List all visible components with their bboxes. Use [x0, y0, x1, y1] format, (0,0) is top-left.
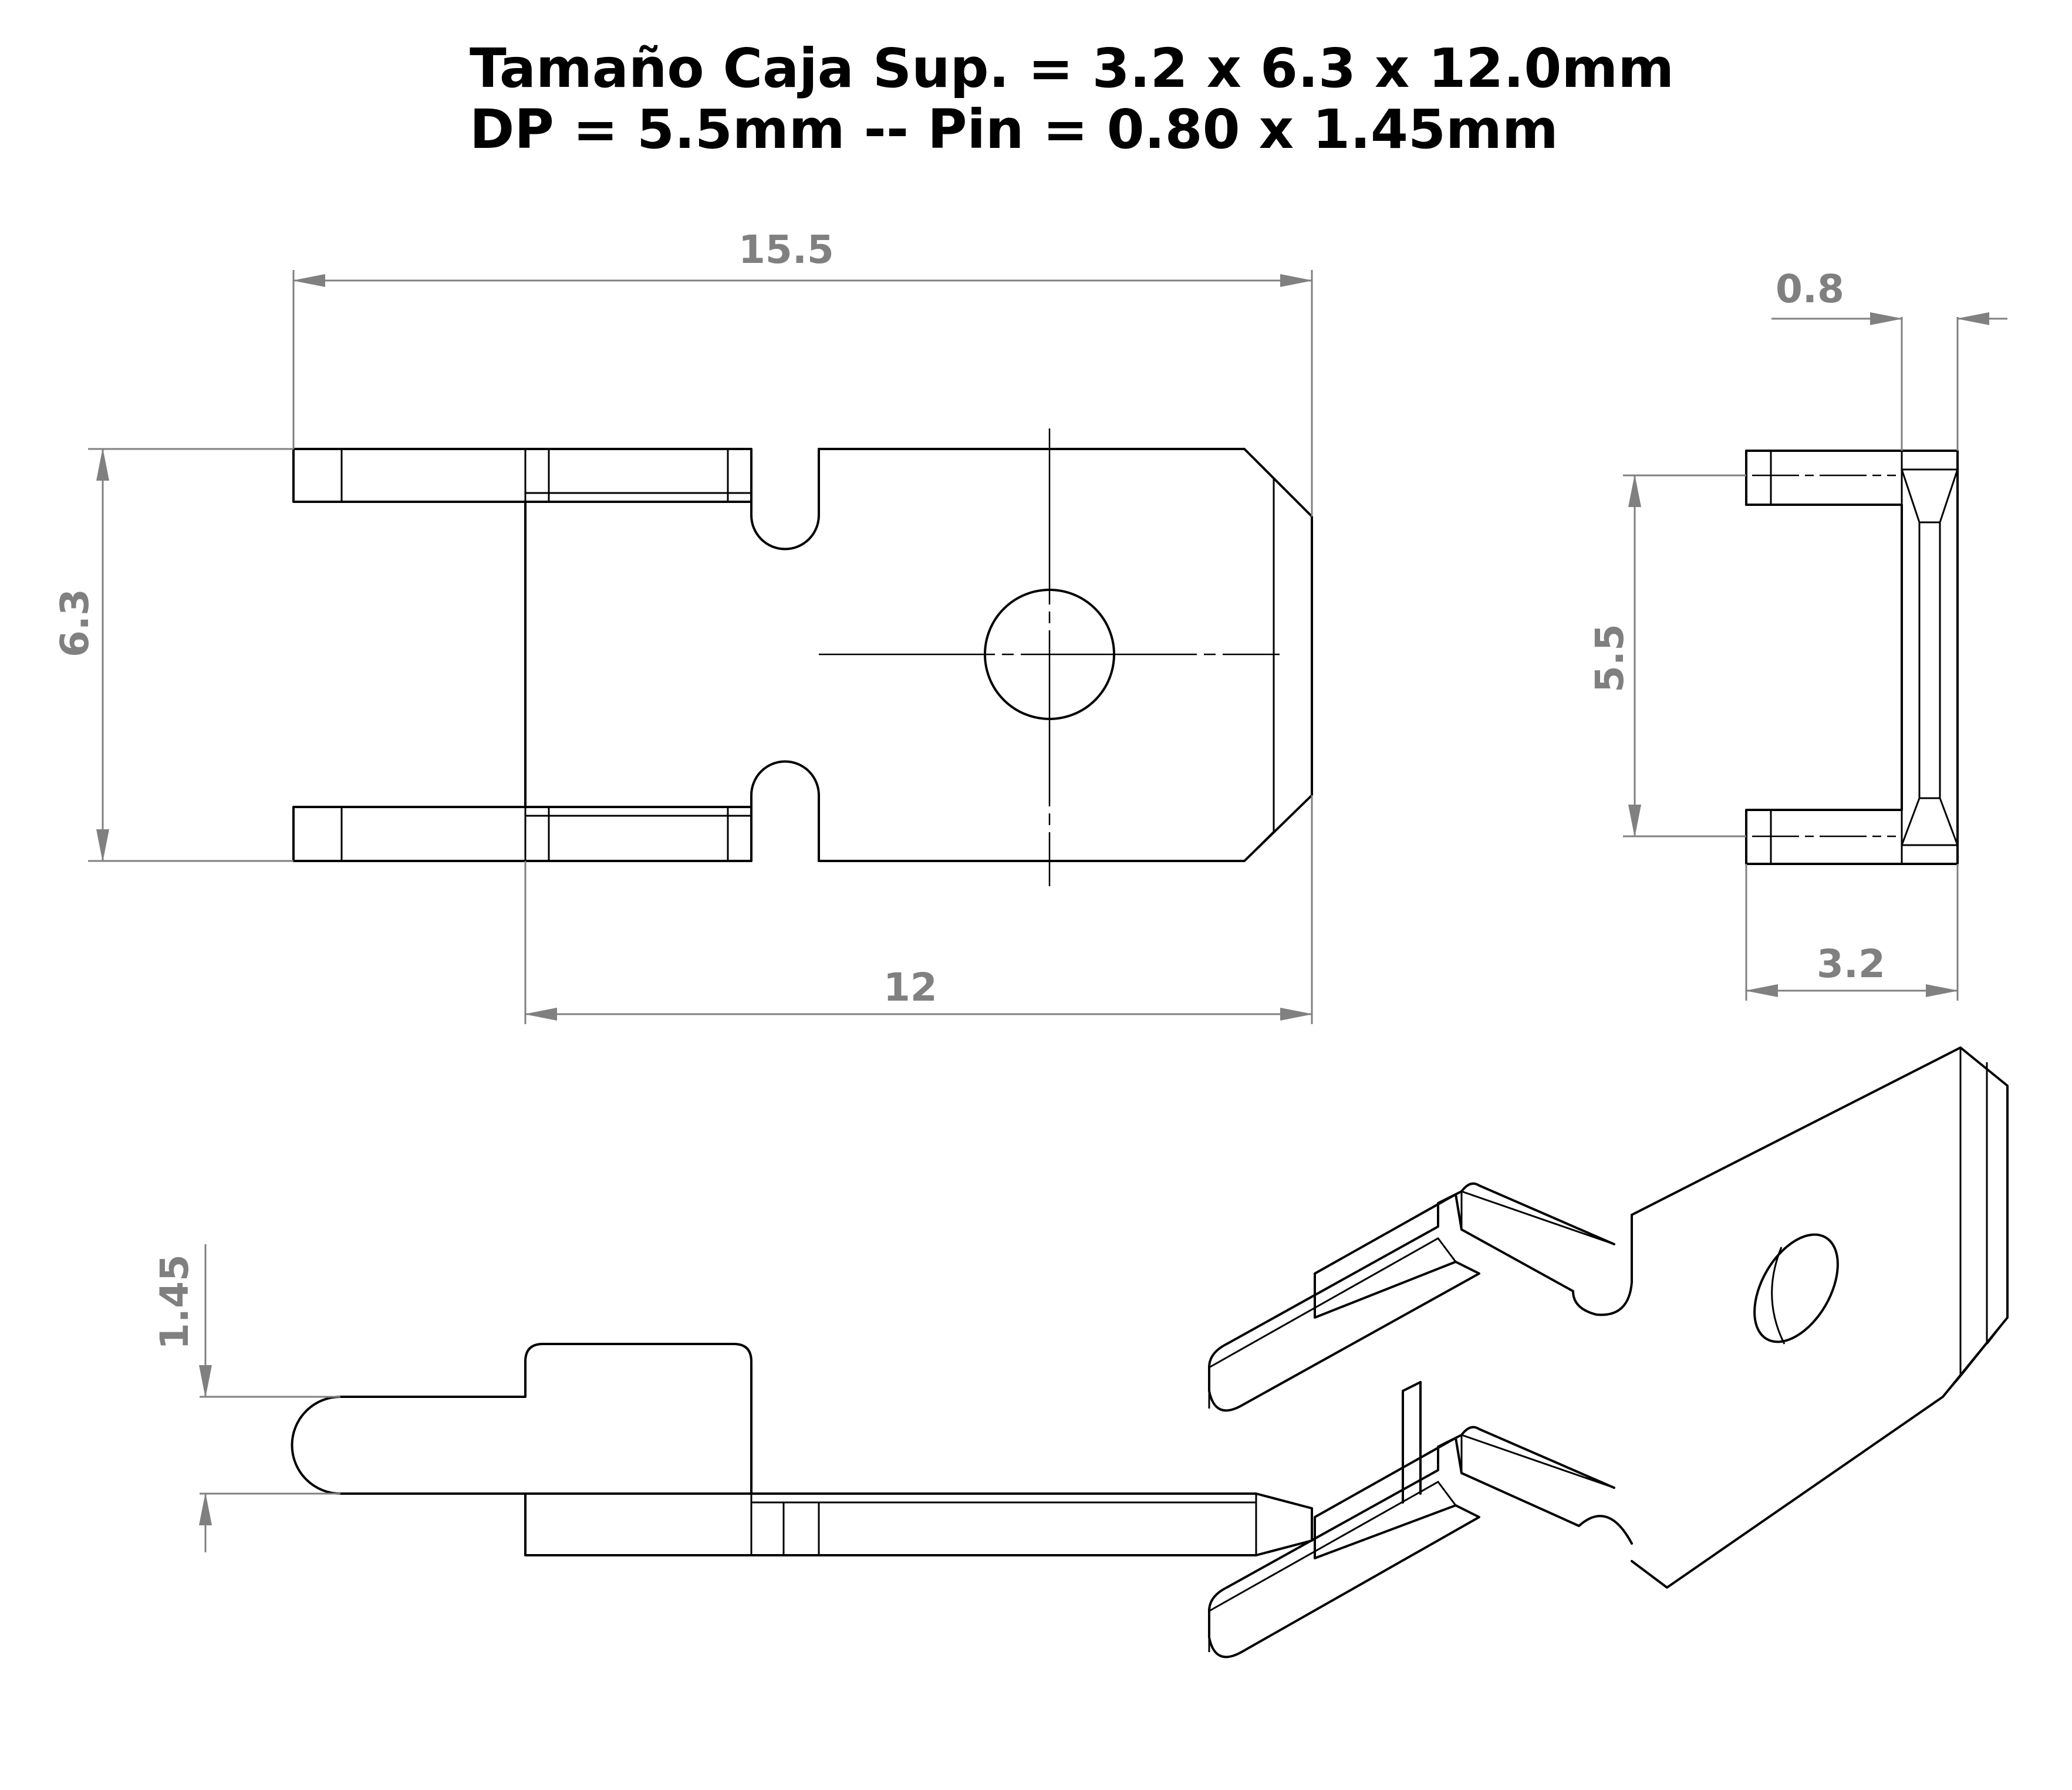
dim-label-overall-length: 15.5 — [738, 227, 834, 272]
dimension-pin-width: 1.45 — [152, 1244, 340, 1552]
dim-label-side-width: 3.2 — [1817, 941, 1885, 987]
dimension-height: 6.3 — [52, 448, 293, 862]
title-line-2: DP = 5.5mm -- Pin = 0.80 x 1.45mm — [470, 98, 1558, 161]
dimension-blade-length: 12 — [524, 795, 1313, 1024]
dimension-overall-length: 15.5 — [292, 227, 1313, 516]
dim-label-blade-length: 12 — [883, 965, 937, 1010]
dimension-pin-pitch: 5.5 — [1587, 474, 1746, 837]
top-view — [292, 428, 1313, 886]
side-view — [1745, 450, 1959, 865]
dim-label-pin-pitch: 5.5 — [1587, 624, 1632, 693]
iso-blade-plate — [1631, 1046, 2009, 1589]
iso-mounting-hole — [1753, 1233, 1839, 1343]
dim-label-thickness: 0.8 — [1776, 266, 1844, 312]
side-profile — [1745, 450, 1959, 865]
front-view — [291, 1343, 1313, 1556]
dim-label-pin-width: 1.45 — [152, 1254, 197, 1350]
front-pin-profile — [291, 1343, 752, 1495]
iso-upper-pin — [1208, 1182, 1633, 1412]
iso-bend-strip — [1402, 1381, 1422, 1504]
dimension-thickness: 0.8 — [1771, 266, 2007, 451]
title-line-1: Tamaño Caja Sup. = 3.2 x 6.3 x 12.0mm — [470, 37, 1674, 100]
isometric-view — [1208, 1046, 2009, 1659]
dimension-side-width: 3.2 — [1745, 864, 1959, 1001]
dim-label-height: 6.3 — [52, 589, 97, 657]
